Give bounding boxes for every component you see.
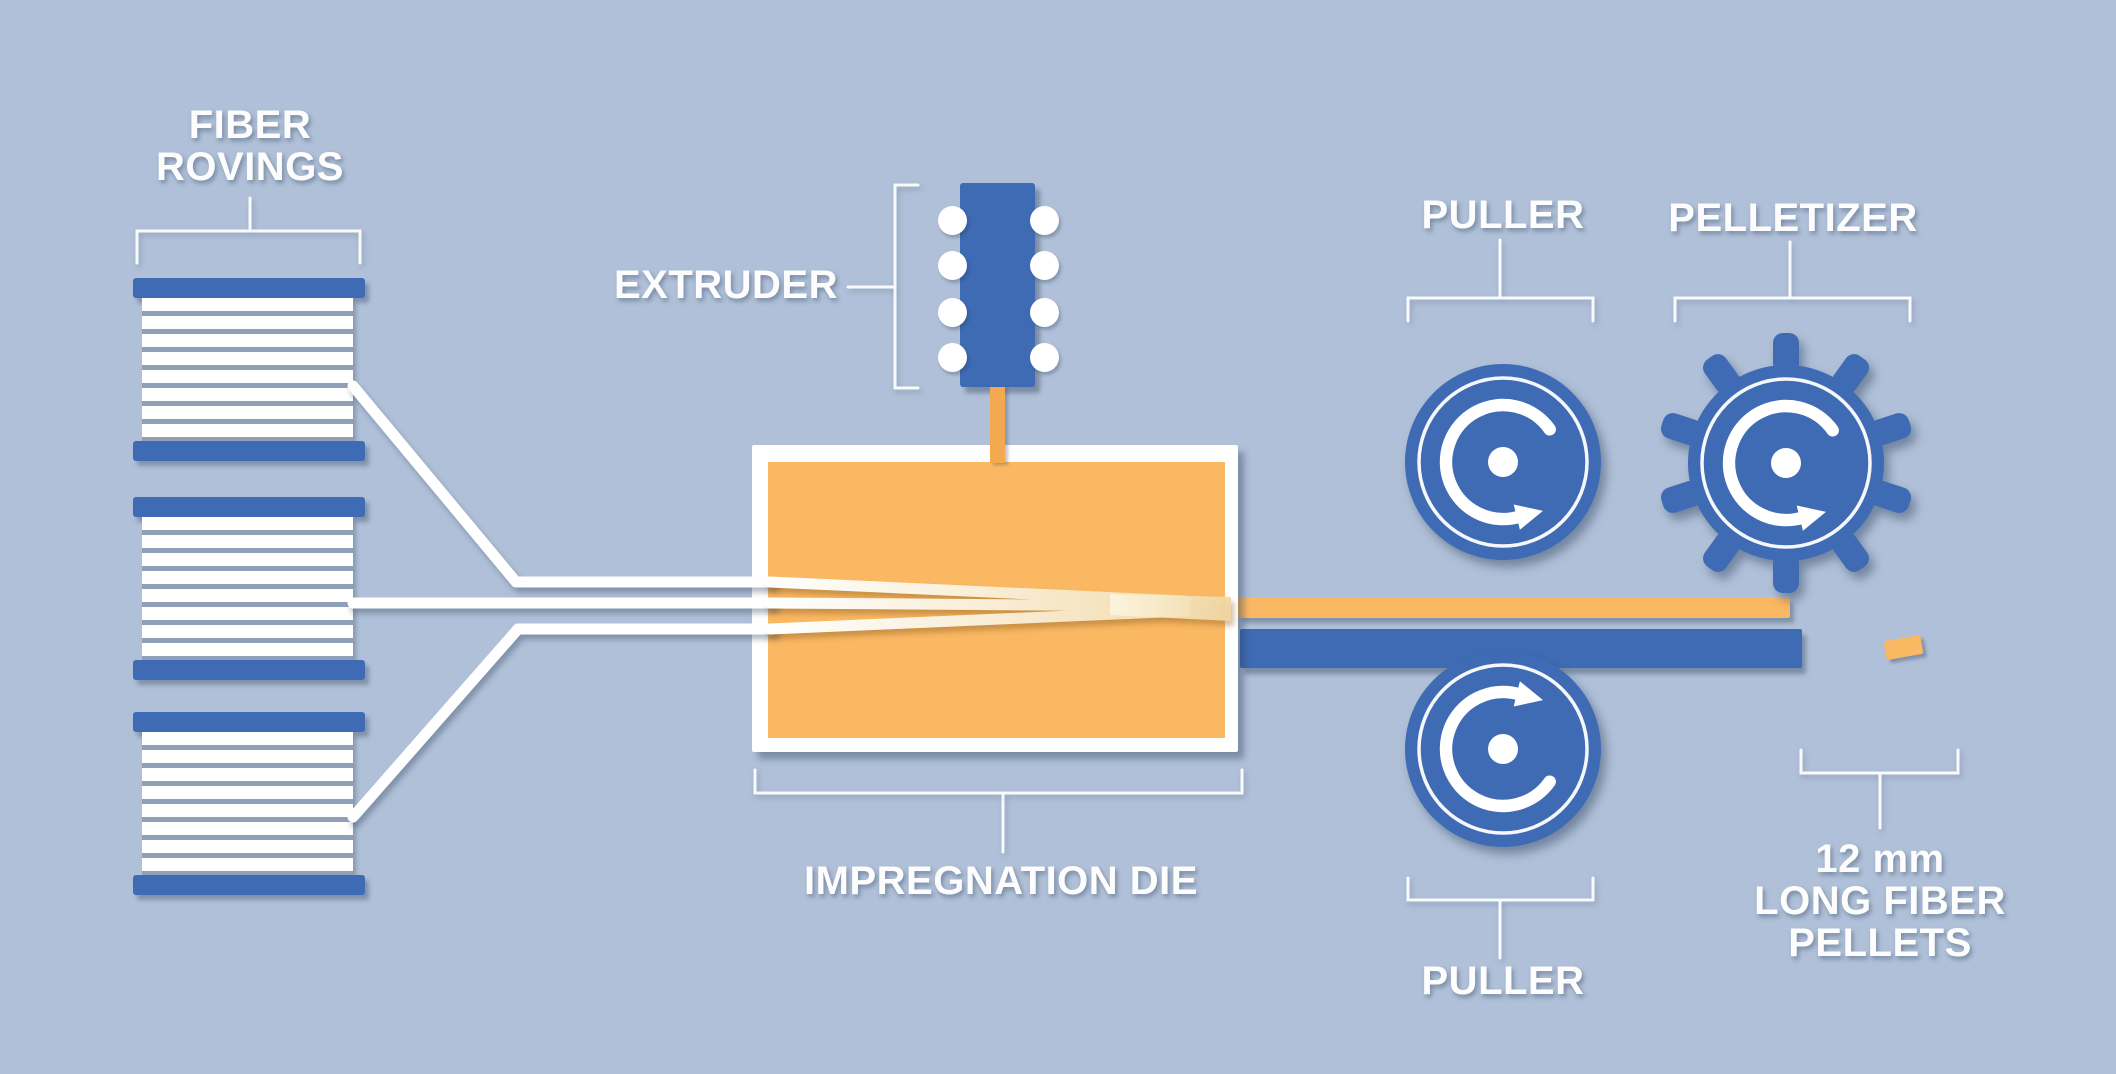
rotation-ccw-arrow-icon bbox=[1417, 376, 1589, 548]
fiber-rovings-bracket bbox=[135, 196, 362, 265]
pellets-label-line1: 12 mm bbox=[1815, 837, 1945, 881]
fiber-rovings-label-line2: ROVINGS bbox=[156, 145, 344, 189]
fiber-rovings-label: FIBER ROVINGS bbox=[156, 104, 344, 188]
spool-cap bbox=[133, 660, 365, 680]
spool-cap bbox=[133, 497, 365, 517]
puller-bottom-label: PULLER bbox=[1421, 959, 1585, 1003]
extruder-barrel bbox=[960, 183, 1035, 387]
extruder-label: EXTRUDER bbox=[613, 263, 838, 307]
extruder-screw-circle bbox=[1030, 343, 1059, 372]
pelletizer-bracket bbox=[1673, 240, 1912, 323]
extruder-screw-circle bbox=[1030, 251, 1059, 280]
extruder-bracket bbox=[846, 183, 920, 390]
spool-cap bbox=[133, 278, 365, 298]
extruder-screw-circle bbox=[1030, 206, 1059, 235]
pellets-bracket bbox=[1799, 748, 1960, 830]
rotation-cw-arrow-icon bbox=[1417, 663, 1589, 835]
extruder-screw-circle bbox=[938, 298, 967, 327]
roving-line-bottom bbox=[347, 623, 778, 823]
impregnation-die-bracket bbox=[753, 768, 1244, 854]
puller-top-label: PULLER bbox=[1421, 193, 1585, 237]
puller-bottom-bracket bbox=[1406, 876, 1595, 960]
impregnation-die-melt bbox=[768, 462, 1225, 738]
extruder-screw-circle bbox=[938, 251, 967, 280]
spool-cap bbox=[133, 712, 365, 732]
pellets-label-line2: LONG FIBER bbox=[1754, 879, 2006, 923]
fiber-pellet bbox=[1883, 634, 1924, 661]
extruder-screw-circle bbox=[1030, 298, 1059, 327]
puller-top-bracket bbox=[1406, 238, 1595, 323]
pelletizer-wheel bbox=[1658, 333, 1914, 593]
impregnation-die-label: IMPREGNATION DIE bbox=[804, 859, 1198, 903]
spool-windings bbox=[142, 298, 353, 441]
extruder-screw-circle bbox=[938, 343, 967, 372]
spool-cap bbox=[133, 875, 365, 895]
rotation-ccw-arrow-icon bbox=[1700, 377, 1872, 549]
puller-wheel-top bbox=[1405, 364, 1601, 560]
pellets-label-line3: PELLETS bbox=[1788, 921, 1972, 965]
extruder-screw-circle bbox=[938, 206, 967, 235]
spool-cap bbox=[133, 441, 365, 461]
spool-windings bbox=[142, 732, 353, 875]
fiber-rovings-label-line1: FIBER bbox=[188, 103, 312, 147]
spool-windings bbox=[142, 517, 353, 660]
pellets-label: 12 mm LONG FIBER PELLETS bbox=[1754, 838, 2006, 964]
impregnation-die-housing bbox=[752, 445, 1238, 752]
pelletizer-label: PELLETIZER bbox=[1668, 196, 1918, 240]
extruder-feed-pipe bbox=[990, 387, 1005, 463]
roving-line-top bbox=[347, 380, 778, 588]
extruded-strand bbox=[1238, 597, 1790, 618]
puller-wheel-bottom bbox=[1405, 651, 1601, 847]
